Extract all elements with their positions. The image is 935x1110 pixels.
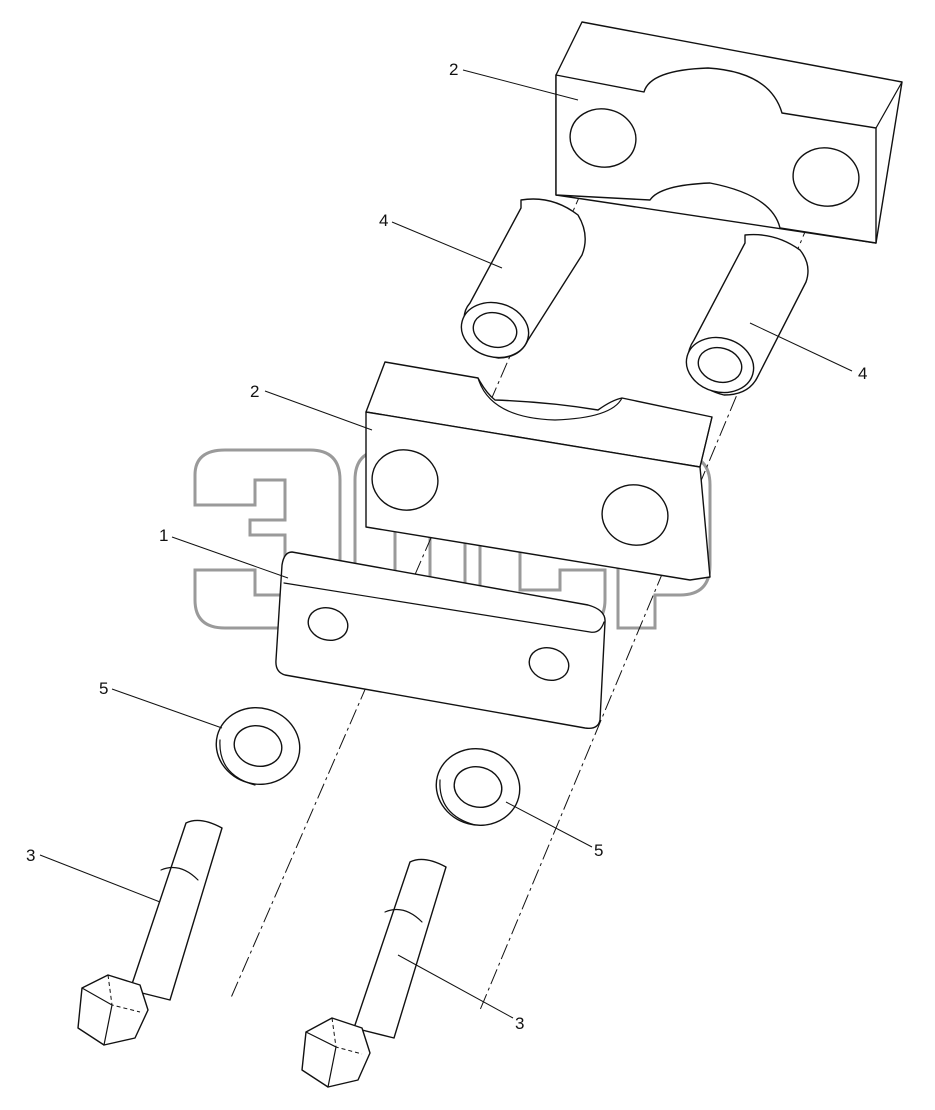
callout-3-left: 3 [26, 846, 35, 865]
clamp-lower-bore-left [371, 449, 439, 511]
callout-3-right: 3 [515, 1014, 524, 1033]
callout-4-right: 4 [858, 364, 867, 383]
callout-5-left: 5 [99, 679, 108, 698]
spacer-sleeve-right [685, 233, 809, 396]
clamp-upper-bore-left [569, 108, 637, 168]
clamp-half-lower [365, 361, 713, 581]
callout-4-left: 4 [379, 211, 388, 230]
washer-left [215, 707, 301, 786]
callout-2-lower: 2 [250, 382, 259, 401]
clamp-upper-bore-right [792, 147, 860, 207]
callout-2-upper: 2 [449, 60, 458, 79]
callout-1: 1 [159, 526, 168, 545]
backing-plate [275, 551, 606, 730]
clamp-half-upper [555, 21, 903, 244]
callouts: 2 4 4 2 1 5 5 3 3 [26, 60, 867, 1033]
washer-right [435, 748, 521, 826]
clamp-lower-bore-right [601, 484, 669, 546]
spacer-sleeve-left [460, 198, 586, 359]
bolt-left [77, 819, 223, 1046]
callout-5-right: 5 [594, 841, 603, 860]
leader-lines [39, 69, 853, 1019]
bolt-right [301, 858, 447, 1088]
